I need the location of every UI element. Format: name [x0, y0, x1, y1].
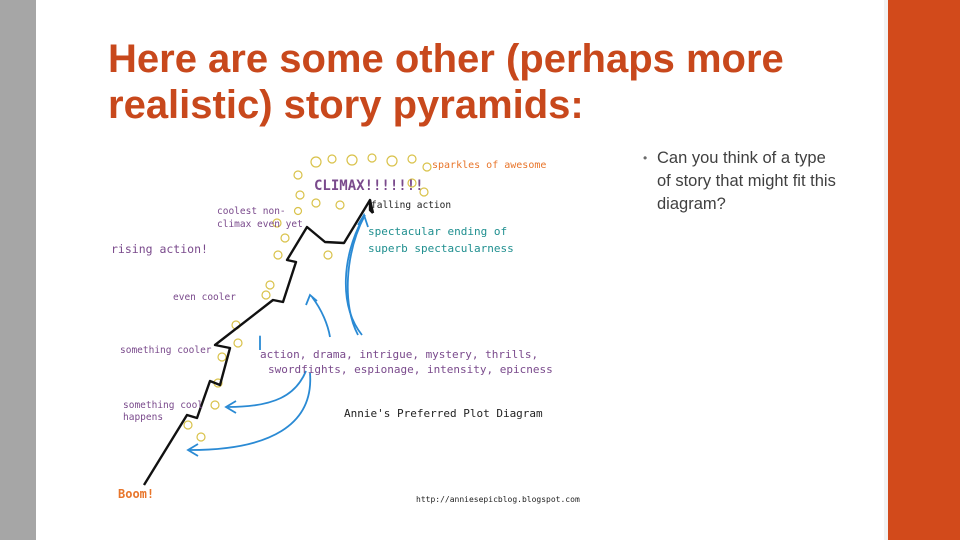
label-ending-2: superb spectacularness [368, 242, 514, 255]
label-climax: CLIMAX!!!!!!! [314, 178, 424, 194]
label-action-1: action, drama, intrigue, mystery, thrill… [260, 348, 538, 361]
label-something-cooler: something cooler [120, 345, 212, 356]
label-falling-action: falling action [371, 200, 451, 211]
right-accent-bar [888, 0, 960, 540]
left-accent-bar [0, 0, 36, 540]
sparkle-icon [335, 200, 345, 210]
sparkle-icon [293, 206, 303, 216]
sparkle-icon [293, 170, 303, 180]
arrow-to-boom [189, 372, 312, 451]
plot-diagram: sparkles of awesome CLIMAX!!!!!!! fallin… [111, 153, 580, 504]
arrowhead-icon [186, 443, 199, 457]
label-something-cool-1: something cool [123, 400, 203, 411]
sparkle-icon [407, 154, 417, 164]
sparkle-icon [261, 290, 271, 300]
sparkle-icon [367, 153, 377, 163]
sparkle-icon [183, 420, 193, 430]
sparkle-icon [327, 154, 337, 164]
label-coolest-2: climax even yet [217, 219, 303, 230]
sparkle-icon [265, 280, 275, 290]
plot-line-drop [368, 199, 375, 214]
arrowhead-icon [224, 400, 237, 414]
plot-line [142, 198, 374, 486]
diagram-caption: Annie's Preferred Plot Diagram [344, 407, 543, 420]
label-even-cooler: even cooler [173, 292, 236, 303]
label-ending-1: spectacular ending of [368, 225, 507, 238]
right-edge-strip [884, 0, 888, 540]
diagram-labels: sparkles of awesome CLIMAX!!!!!!! fallin… [111, 160, 580, 504]
sparkle-icon [386, 155, 398, 167]
sparkle-icon [422, 162, 432, 172]
sparkle-icon [273, 250, 283, 260]
action-arrows [189, 214, 366, 451]
slide-title: Here are some other (perhaps more realis… [108, 37, 784, 127]
bullet-dot-icon: • [643, 151, 648, 165]
arrowhead-icon [357, 212, 369, 228]
arrow-to-cooler [311, 296, 331, 338]
label-action-2: swordfights, espionage, intensity, epicn… [268, 363, 553, 376]
bullet-text: Can you think of a type of story that mi… [657, 149, 836, 213]
label-coolest-1: coolest non- [217, 206, 286, 217]
sparkle-icon [233, 338, 243, 348]
arrow-to-climax [344, 219, 363, 336]
sparkle-icon [272, 218, 282, 228]
sparkle-icon [310, 156, 322, 168]
sparkle-icon [407, 178, 417, 188]
sparkle-icon [210, 400, 220, 410]
diagram-url: http://anniesepicblog.blogspot.com [416, 495, 580, 504]
sparkle-icon [419, 187, 429, 197]
arrow-heads [186, 212, 369, 457]
arrowhead-icon [305, 293, 318, 306]
label-rising-action: rising action! [111, 242, 208, 256]
sparkle-icon [346, 154, 358, 166]
sparkle-icon [311, 198, 321, 208]
sparkle-icon [295, 190, 305, 200]
sparkle-icon [323, 250, 333, 260]
label-something-cool-2: happens [123, 412, 163, 423]
sparkle-icon [217, 352, 227, 362]
bullet-item: • Can you think of a type of story that … [643, 147, 843, 216]
arrow-to-something-cool [227, 370, 307, 408]
label-sparkles: sparkles of awesome [432, 160, 546, 171]
arrow-to-ending [346, 214, 366, 336]
sparkle-icon [280, 233, 290, 243]
label-boom: Boom! [118, 487, 154, 501]
bullet-list: • Can you think of a type of story that … [643, 147, 843, 216]
sparkle-icon [196, 432, 206, 442]
sparkle-icons [183, 153, 432, 442]
